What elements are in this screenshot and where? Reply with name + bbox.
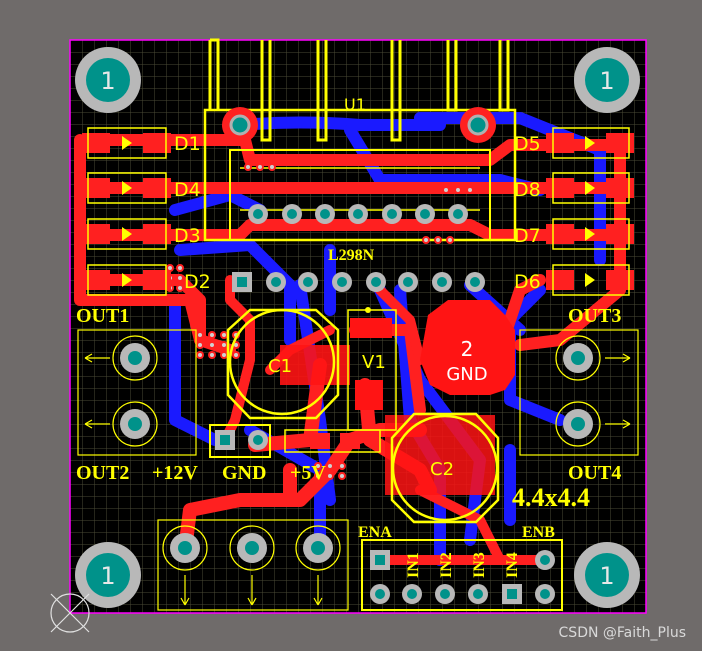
- v1-copper-pad: [355, 380, 383, 410]
- in3-label: IN3: [471, 552, 488, 578]
- u1-mount-tabs: [222, 107, 496, 143]
- diode-label-d4: D4: [174, 179, 201, 201]
- u1-pins: [232, 204, 485, 292]
- c1-designator: C1: [268, 356, 292, 377]
- mount-hole-label: 1: [599, 67, 614, 95]
- ena-label: ENA: [358, 524, 392, 541]
- board-outline: [69, 39, 647, 614]
- gnd-pad-number: 2: [461, 337, 474, 361]
- v1-designator: V1: [362, 352, 386, 373]
- origin-marker-icon: [50, 593, 90, 633]
- right-diodes: [546, 127, 634, 296]
- mount-hole-label: 1: [100, 562, 115, 590]
- terminal-holes: [77, 329, 639, 611]
- power-5v-label: +5V: [290, 462, 326, 484]
- out3-label: OUT3: [568, 305, 621, 327]
- out2-label: OUT2: [76, 462, 129, 484]
- enb-label: ENB: [522, 524, 555, 541]
- mount-hole-tr[interactable]: 1: [574, 47, 640, 113]
- mount-hole-label: 1: [100, 67, 115, 95]
- diode-label-d8: D8: [514, 179, 541, 201]
- u1-heatsink-silkscreen: [203, 38, 517, 242]
- diode-label-d1: D1: [174, 133, 201, 155]
- c2-footprint: [390, 412, 500, 524]
- in2-label: IN2: [438, 552, 455, 578]
- out4-label: OUT4: [568, 462, 621, 484]
- c1-footprint: [226, 308, 340, 420]
- v1-pin1-dot: [365, 307, 371, 313]
- diode-label-d5: D5: [514, 133, 541, 155]
- mount-hole-bl[interactable]: 1: [75, 542, 141, 608]
- mount-hole-tl[interactable]: 1: [75, 47, 141, 113]
- power-small-header: [209, 424, 381, 458]
- gnd-copper-pour: [420, 300, 515, 395]
- c2-designator: C2: [430, 459, 454, 480]
- diode-label-d2: D2: [184, 271, 211, 293]
- top-copper-traces: [74, 134, 626, 565]
- diode-label-d7: D7: [514, 225, 541, 247]
- diode-label-d6: D6: [514, 271, 541, 293]
- u1-designator: U1: [344, 95, 366, 114]
- silkscreen-labels: U1 L298N D1 D4 D3 D2 D5 D8 D7 D6 C1 C2 V…: [76, 95, 621, 578]
- diode-label-d3: D3: [174, 225, 201, 247]
- in1-label: IN1: [405, 552, 422, 578]
- input-header: [361, 539, 563, 611]
- c2-copper-pour: [385, 415, 495, 495]
- c1-copper-pad: [350, 318, 392, 338]
- mount-hole-label: 1: [599, 562, 614, 590]
- in4-label: IN4: [504, 552, 521, 578]
- gnd-pad-net: GND: [446, 364, 487, 385]
- gnd-label: GND: [222, 462, 266, 484]
- board-size-label: 4.4x4.4: [512, 483, 590, 512]
- mount-hole-br[interactable]: 1: [574, 542, 640, 608]
- power-12v-label: +12V: [152, 462, 198, 484]
- u1-part-label: L298N: [328, 247, 375, 264]
- out1-label: OUT1: [76, 305, 129, 327]
- left-diodes: [82, 127, 171, 296]
- watermark: CSDN @Faith_Plus: [558, 625, 686, 641]
